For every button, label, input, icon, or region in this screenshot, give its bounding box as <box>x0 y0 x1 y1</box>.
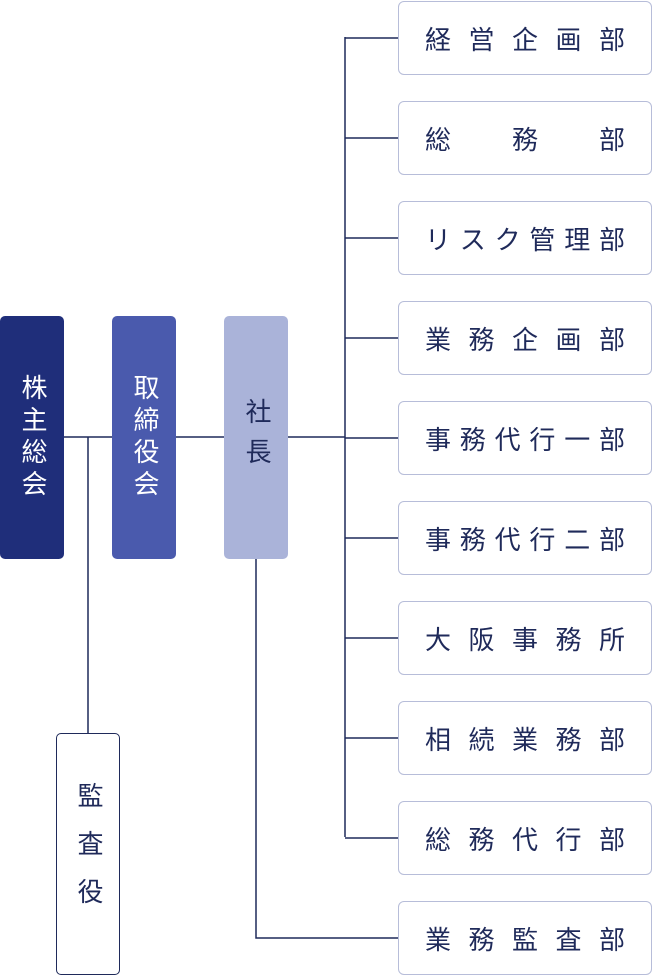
auditor-label: 監査役 <box>73 782 103 926</box>
department-label: リスク管理部 <box>425 225 625 256</box>
department-label: 業務企画部 <box>425 325 625 356</box>
department-label: 大阪事務所 <box>425 625 625 656</box>
department-box: 事務代行一部 <box>398 401 652 475</box>
department-label: 事務代行二部 <box>425 525 625 556</box>
board-of-directors-box: 取締役会 <box>112 316 176 559</box>
department-box: 総務代行部 <box>398 801 652 875</box>
department-label: 業務監査部 <box>425 925 625 956</box>
president-label: 社長 <box>241 397 271 478</box>
department-box: 相続業務部 <box>398 701 652 775</box>
president-box: 社長 <box>224 316 288 559</box>
department-label: 相続業務部 <box>425 725 625 756</box>
department-box: リスク管理部 <box>398 201 652 275</box>
department-label: 総務代行部 <box>425 825 625 856</box>
connector-audit-dept <box>255 559 398 939</box>
shareholders-meeting-box: 株主総会 <box>0 316 64 559</box>
department-label: 経営企画部 <box>425 25 625 56</box>
department-box: 経営企画部 <box>398 1 652 75</box>
department-label: 総 務 部 <box>425 125 625 156</box>
board-of-directors-label: 取締役会 <box>129 373 159 502</box>
department-box: 事務代行二部 <box>398 501 652 575</box>
auditor-box: 監査役 <box>56 733 120 975</box>
department-box: 業務監査部 <box>398 901 652 975</box>
department-box: 総 務 部 <box>398 101 652 175</box>
shareholders-meeting-label: 株主総会 <box>17 373 47 502</box>
department-label: 事務代行一部 <box>425 425 625 456</box>
department-box: 業務企画部 <box>398 301 652 375</box>
department-box: 大阪事務所 <box>398 601 652 675</box>
